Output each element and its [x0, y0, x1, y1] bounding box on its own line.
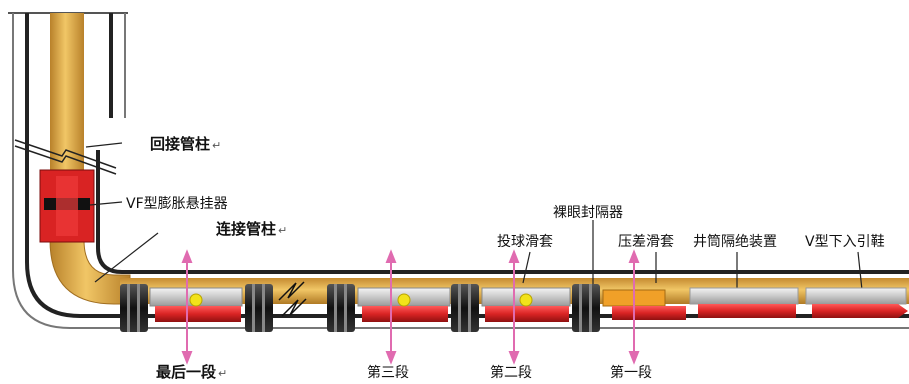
frac-lines — [181, 249, 640, 365]
pointer-lines — [85, 142, 863, 291]
label-openhole-packer: 裸眼封隔器 — [553, 205, 623, 221]
label-ball-sleeve: 投球滑套 — [497, 234, 553, 250]
break-mark-horizontal — [278, 281, 305, 301]
isolation-device — [689, 287, 799, 305]
label-connecting-string: 连接管柱↵ — [216, 220, 288, 238]
break-mark-vertical — [14, 139, 117, 169]
label-tieback-string: 回接管柱↵ — [150, 135, 222, 153]
label-v-guide-shoe: V型下入引鞋 — [805, 234, 885, 250]
label-stage-two: 第二段 — [490, 365, 532, 381]
label-wellbore-isolation: 井筒隔绝装置 — [693, 234, 777, 250]
packer-ribs — [127, 284, 592, 332]
wellbore-casing — [12, 13, 909, 329]
label-last-stage: 最后一段↵ — [156, 363, 228, 381]
label-vf-hanger: VF型膨胀悬挂器 — [126, 196, 228, 212]
frac-balls — [189, 293, 533, 307]
label-pressure-sleeve: 压差滑套 — [618, 234, 674, 250]
label-stage-one: 第一段 — [610, 365, 652, 381]
label-stage-three: 第三段 — [367, 365, 409, 381]
guide-shoe — [805, 287, 907, 305]
inner-casing — [25, 13, 909, 318]
